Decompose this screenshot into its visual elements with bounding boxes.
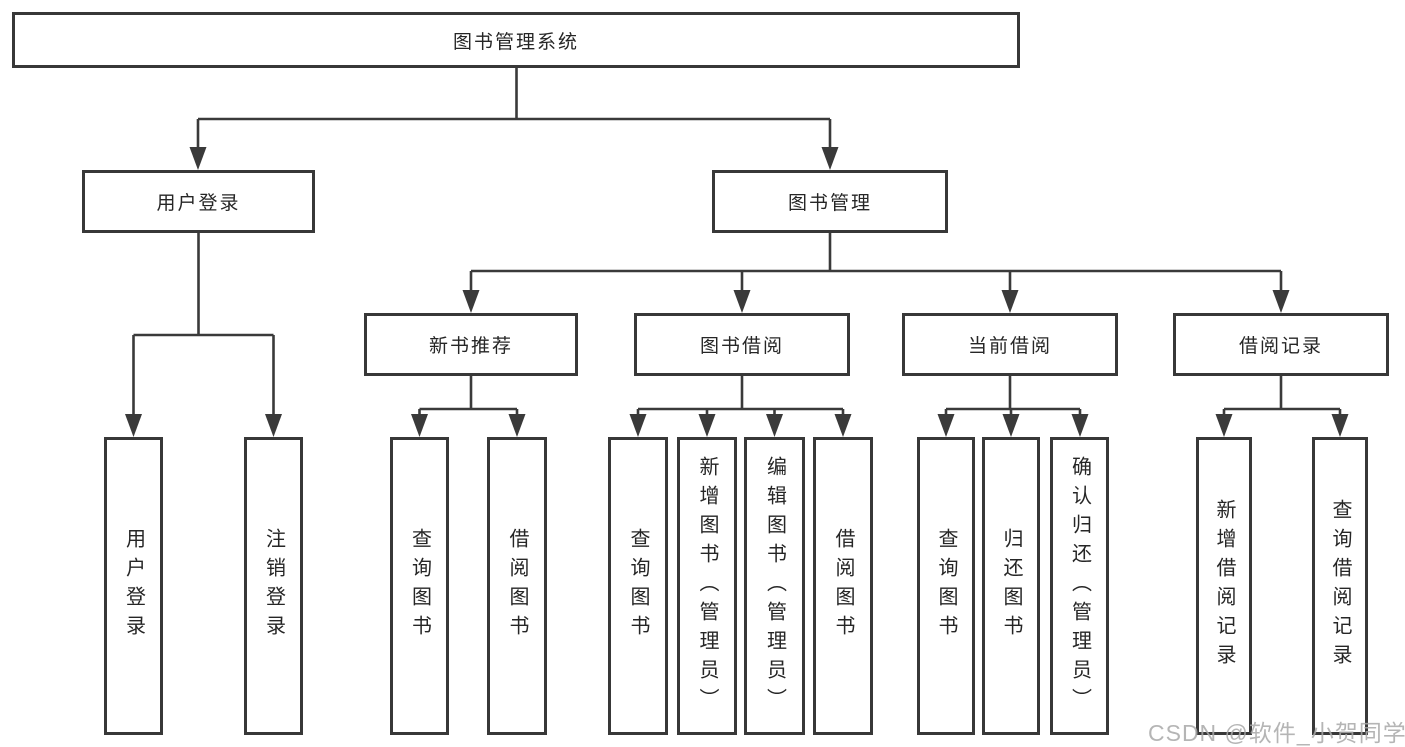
connector-new-book-rec-branch [418,376,519,416]
node-new-book-rec: 新书推荐 [364,313,578,376]
arrowheads-level3 [462,290,1290,313]
node-leaf-confirm-return-admin-label: 确认归还（管理员） [1068,455,1091,717]
arrowheads-level2 [189,147,839,170]
connector-current-borrow-branch [944,376,1082,416]
node-user-login-label: 用户登录 [156,193,241,214]
node-leaf-query-book-1: 查询图书 [390,437,449,735]
node-leaf-borrow-book-2: 借阅图书 [813,437,873,735]
node-leaf-user-login: 用户登录 [104,437,163,735]
connector-root-to-level2 [196,68,832,149]
node-leaf-user-login-label: 用户登录 [122,528,145,644]
node-leaf-query-book-3-label: 查询图书 [935,528,957,644]
node-leaf-borrow-book-1: 借阅图书 [487,437,547,735]
node-new-book-rec-label: 新书推荐 [428,336,513,357]
node-leaf-add-book-admin-label: 新增图书（管理员） [696,455,718,717]
node-leaf-edit-book-admin-label: 编辑图书（管理员） [763,455,786,717]
node-leaf-confirm-return-admin: 确认归还（管理员） [1050,437,1109,735]
connector-book-borrow-branch [636,376,845,416]
node-leaf-query-book-2-label: 查询图书 [627,528,649,644]
node-book-mgmt-label: 图书管理 [787,193,872,214]
node-leaf-add-book-admin: 新增图书（管理员） [677,437,737,735]
arrowheads-leaves [411,414,1349,437]
node-leaf-logout-label: 注销登录 [262,528,285,644]
node-leaf-return-book: 归还图书 [982,437,1040,735]
node-current-borrow: 当前借阅 [902,313,1118,376]
connector-user-login-branch [132,233,275,416]
node-leaf-query-borrow-record-label: 查询借阅记录 [1329,499,1351,673]
node-current-borrow-label: 当前借阅 [967,336,1052,357]
node-leaf-logout: 注销登录 [244,437,303,735]
csdn-watermark: CSDN @软件_小贺同学 [1148,720,1405,746]
node-leaf-add-borrow-record: 新增借阅记录 [1196,437,1252,735]
node-book-mgmt: 图书管理 [712,170,948,233]
node-leaf-edit-book-admin: 编辑图书（管理员） [744,437,805,735]
node-leaf-add-borrow-record-label: 新增借阅记录 [1213,499,1235,673]
node-leaf-borrow-book-1-label: 借阅图书 [506,528,528,644]
node-leaf-return-book-label: 归还图书 [1000,528,1022,644]
node-leaf-query-book-1-label: 查询图书 [408,528,431,644]
arrowheads-user-login-leaves [125,414,282,437]
node-book-borrow: 图书借阅 [634,313,850,376]
node-leaf-query-book-2: 查询图书 [608,437,668,735]
node-leaf-borrow-book-2-label: 借阅图书 [832,528,854,644]
node-leaf-query-borrow-record: 查询借阅记录 [1312,437,1368,735]
node-root: 图书管理系统 [12,12,1020,68]
node-user-login: 用户登录 [82,170,315,233]
node-book-borrow-label: 图书借阅 [699,336,784,357]
node-borrow-records: 借阅记录 [1173,313,1389,376]
connector-borrow-records-branch [1222,376,1342,416]
node-borrow-records-label: 借阅记录 [1238,336,1323,357]
node-root-label: 图书管理系统 [452,31,579,53]
node-leaf-query-book-3: 查询图书 [917,437,975,735]
connector-book-mgmt-branch [469,233,1283,292]
